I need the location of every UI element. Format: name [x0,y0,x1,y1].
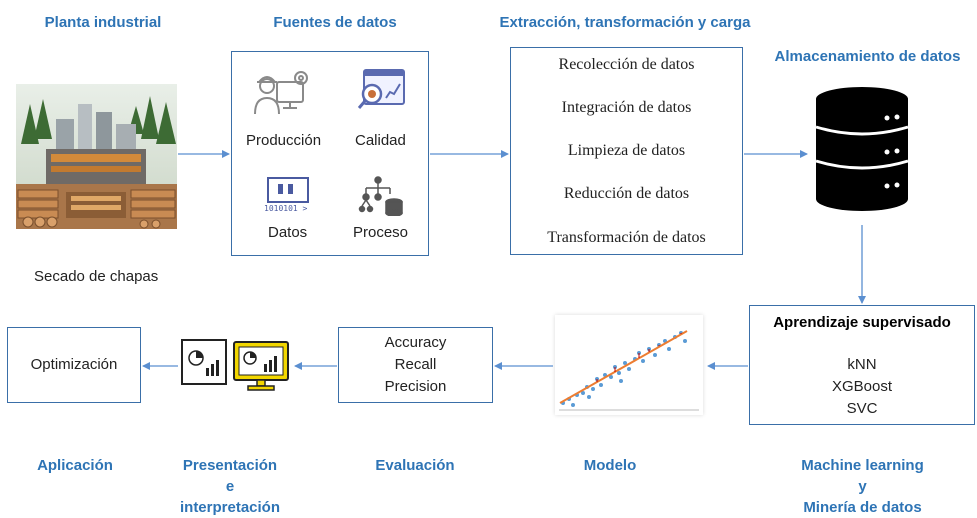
machine-learning-box [749,305,975,425]
etl-box [510,47,743,255]
source-process-label: Proceso [353,224,409,241]
title-etl: Extracción, transformación y carga [499,14,751,31]
worker-gear-icon [253,68,313,125]
title-model: Modelo [583,457,637,474]
title-presentation-line2: e [225,478,235,495]
evaluation-metric: Precision [384,378,447,395]
plant-caption: Secado de chapas [34,268,159,285]
evaluation-metric: Accuracy [384,334,447,351]
etl-step: Integración de datos [561,99,692,116]
binary-computer-icon: 1010101 > [262,176,326,219]
etl-step: Recolección de datos [558,56,695,73]
magnifier-chart-icon [356,66,408,119]
ml-algorithm: SVC [846,400,878,417]
database-cylinder-icon [811,85,913,220]
industrial-plant-image [16,84,177,229]
title-ml-line2: y [858,478,867,495]
svg-text:1010101 >: 1010101 > [264,204,308,213]
etl-step: Reducción de datos [563,185,690,202]
source-quality-label: Calidad [355,132,406,149]
application-label: Optimización [30,356,118,373]
title-ml-line1: Machine learning [801,457,924,474]
ml-algorithm: kNN [847,356,877,373]
dashboard-monitor-icon [180,338,292,397]
source-data-label: Datos [268,224,308,241]
title-plant: Planta industrial [44,14,162,31]
title-evaluation: Evaluación [375,457,455,474]
application-box [7,327,141,403]
etl-step: Transformación de datos [547,229,706,246]
source-production-label: Producción [246,132,322,149]
etl-step: Limpieza de datos [567,142,686,159]
evaluation-metric: Recall [394,356,437,373]
ml-algorithm: XGBoost [831,378,893,395]
title-presentation-line1: Presentación [182,457,278,474]
title-application: Aplicación [37,457,113,474]
evaluation-box [338,327,493,403]
title-presentation-line3: interpretación [179,499,281,516]
title-sources: Fuentes de datos [273,14,397,31]
model-regression-image [555,315,703,415]
title-ml-line3: Minería de datos [803,499,922,516]
hierarchy-database-icon [358,176,404,221]
title-storage: Almacenamiento de datos [774,48,961,65]
ml-box-title: Aprendizaje supervisado [773,314,951,331]
